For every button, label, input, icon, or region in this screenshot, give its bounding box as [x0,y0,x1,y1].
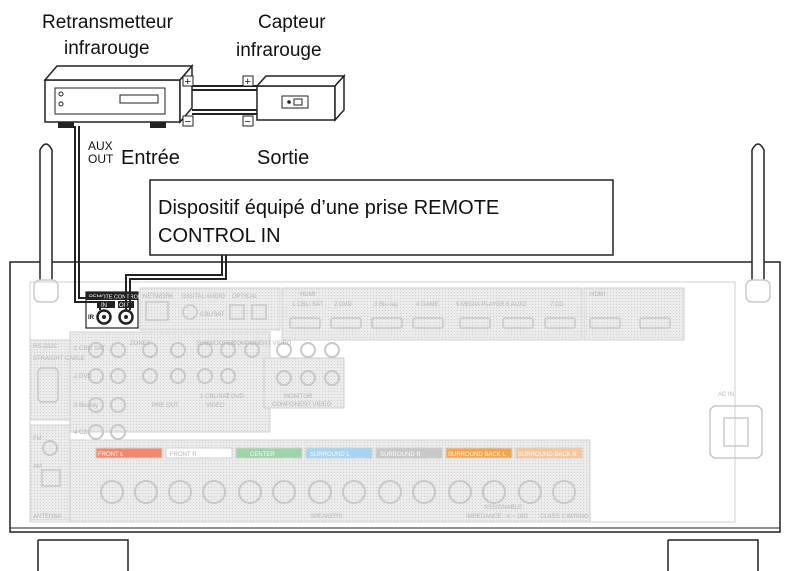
hdmi-input-5-label: 5 MEDIA PLAYER [456,302,505,308]
network-label: NETWORK [143,294,174,300]
retransmitter-plus: + [185,76,191,88]
callout-text-line2: CONTROL IN [158,225,281,247]
callout-text-line1: Dispositif équipé d’une prise REMOTE [158,197,499,219]
speaker-group-surround-r: SURROUND R [380,452,421,458]
speaker-group-center: CENTER [250,452,275,458]
speaker-group-surround-l: SURROUND L [310,452,350,458]
input-label: Entrée [121,147,180,169]
speakers-label: SPEAKERS [310,514,342,520]
video-label: VIDEO [206,403,225,409]
sensor-plus: + [245,76,251,88]
fm-label: FM [33,436,42,442]
hdmi-input-7-label: 7 CD [550,302,564,308]
audio-input-4-label: 4 CD [74,430,88,436]
subwoofer-label: SUBWOOFER [196,341,236,347]
left-foot [38,540,128,571]
antenna-label: ANTENNA [33,514,62,520]
hdmi-out-label: HDMI [590,292,606,298]
assignable-label: ASSIGNABLE [484,505,522,511]
hdmi-input-2-label: 2 DVD [334,302,352,308]
aux-label-line2: OUT [88,152,114,166]
audio-input-3-label: 3 Blu-ray [74,403,98,409]
retransmitter-label-line1: Retransmetteur [42,12,174,33]
hdmi-input-6-label: 6 AUX2 [506,302,527,308]
remote-ir-label: IR [88,315,95,321]
audio-input-2-label: 2 DVD [74,374,92,380]
remote-in-label: IN [101,303,107,309]
sensor-minus: − [245,116,251,128]
component-video-label: COMPONENT VIDEO [232,341,292,347]
ir-retransmitter [45,66,192,128]
zone2-label: ZONE2 [130,341,151,347]
component-video-out-label: COMPONENT VIDEO [272,402,332,408]
speaker-group-front-r: FRONT R [170,452,197,458]
hdmi-input-1-label: 1 CBL/ SAT [292,302,324,308]
hdmi-section [282,288,582,340]
polarity-markers: + − + − [183,76,253,128]
sensor-label-line1: Capteur [258,12,326,33]
digital-audio-label: DIGITAL AUDIO [182,294,225,300]
impedance-label: IMPEDANCE : 4 ~ 16Ω [466,514,529,520]
straight-cable-label: STRAIGHT CABLE [33,356,85,362]
rs232c-label: RS-232C [33,344,58,350]
hdmi-label: HDMI [300,292,316,298]
class2-label: CLASS 2 WIRING [540,514,589,520]
pre-out-label: PRE OUT [152,403,179,409]
aux-label-line1: AUX [88,139,113,153]
sensor-label-line2: infrarouge [236,40,322,61]
hdmi-input-4-label: 4 GAME [416,302,439,308]
ir-sensor [257,76,344,120]
video-input-2-label: 2 DVD [226,394,244,400]
am-label: AM [33,464,42,470]
output-label: Sortie [257,147,309,169]
speaker-group-surround-back-l: SURROUND BACK L [448,452,506,458]
rs232c-section [30,340,70,420]
speaker-group-front-l: FRONT L [98,452,124,458]
retransmitter-minus: − [185,116,191,128]
cbl-sat-label: CBL/SAT [200,312,225,318]
ac-in-label: AC IN [718,392,734,398]
right-foot [668,540,758,571]
speaker-group-surround-back-r: SURROUND BACK R [518,452,577,458]
audio-input-1-label: 1 CBL/ SAT [74,346,106,352]
optical-label: OPTICAL [232,294,258,300]
monitor-label: MONITOR [284,394,313,400]
retransmitter-label-line2: infrarouge [64,38,150,59]
hdmi-input-3-label: 3 Blu-ray [374,302,398,308]
